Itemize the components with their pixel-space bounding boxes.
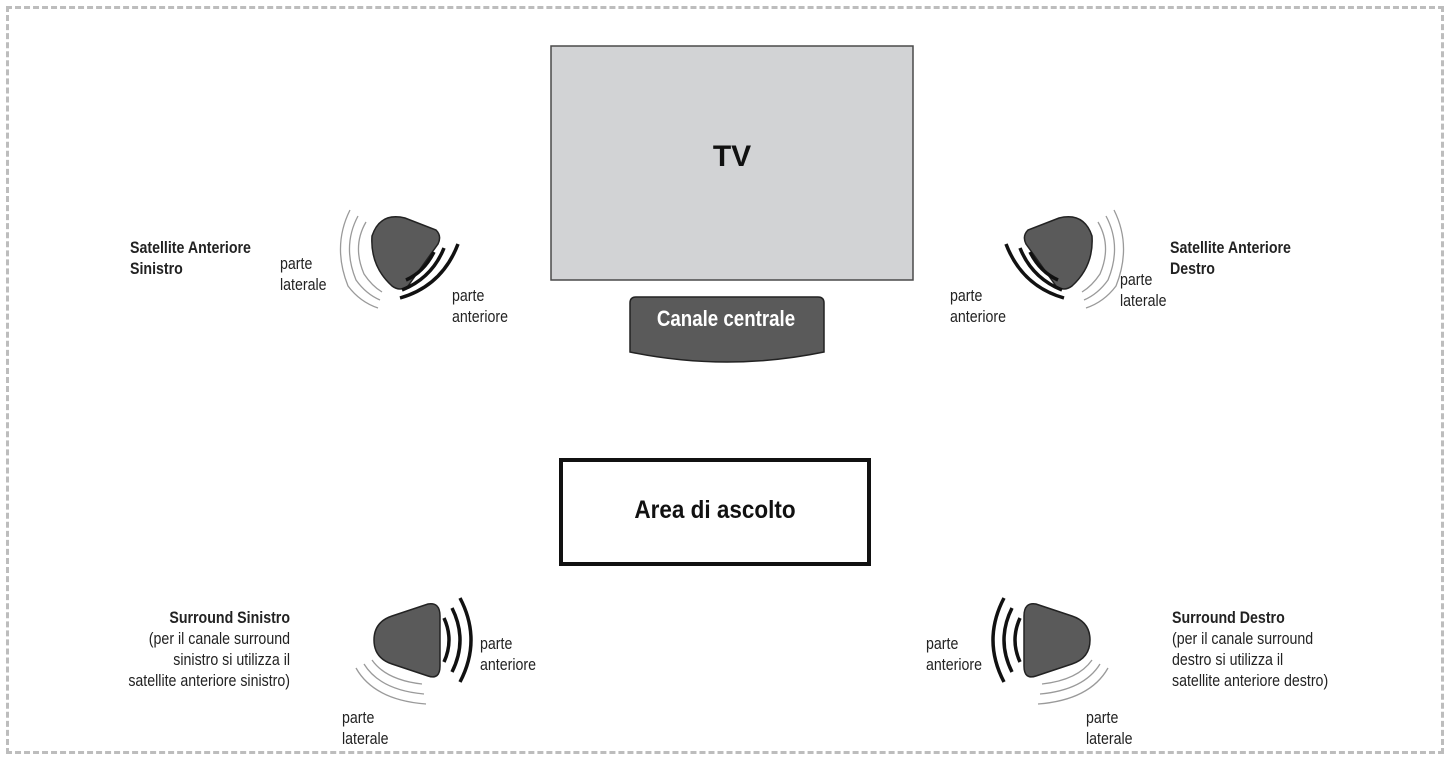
sound-wave-icon (991, 597, 1022, 683)
front-left-speaker-group (339, 209, 460, 309)
speaker-icon (1023, 603, 1091, 678)
surround-left-title: Surround Sinistro (169, 609, 290, 627)
front-right-speaker-group (1004, 209, 1125, 309)
listening-area-label: Area di ascolto (634, 496, 796, 524)
speaker-icon (373, 603, 441, 678)
front-left-side-label: parte laterale (280, 255, 327, 294)
surround-right-front-label: parte anteriore (926, 635, 983, 674)
front-right-side-label: parte laterale (1120, 271, 1167, 310)
surround-right-speaker-group (991, 597, 1109, 705)
surround-left-text: Surround Sinistro (per il canale surroun… (128, 609, 290, 690)
dashed-frame (6, 6, 1444, 754)
sound-wave-icon (399, 243, 460, 300)
center-speaker (629, 296, 825, 363)
sound-wave-icon (1037, 659, 1109, 705)
surround-right-text: Surround Destro (per il canale surround … (1172, 609, 1329, 690)
sound-wave-icon (355, 659, 427, 705)
sound-wave-icon (442, 597, 473, 683)
sound-wave-icon (1081, 209, 1125, 309)
center-channel-label: Canale centrale (656, 306, 796, 331)
sound-wave-icon (1004, 243, 1065, 300)
surround-left-side-label: parte laterale (342, 709, 389, 748)
surround-right-side-label: parte laterale (1086, 709, 1133, 748)
sound-wave-icon (339, 209, 383, 309)
speaker-icon (1023, 216, 1093, 290)
front-left-front-label: parte anteriore (452, 287, 509, 326)
listening-area-box (559, 458, 871, 566)
speaker-icon (371, 216, 441, 290)
tv-screen (550, 45, 914, 281)
tv-label: TV (712, 140, 752, 173)
front-right-title: Satellite Anteriore Destro (1170, 239, 1291, 278)
surround-right-title: Surround Destro (1172, 609, 1285, 627)
front-right-front-label: parte anteriore (950, 287, 1007, 326)
front-left-title: Satellite Anteriore Sinistro (130, 239, 251, 278)
surround-left-speaker-group (355, 597, 473, 705)
surround-left-front-label: parte anteriore (480, 635, 537, 674)
